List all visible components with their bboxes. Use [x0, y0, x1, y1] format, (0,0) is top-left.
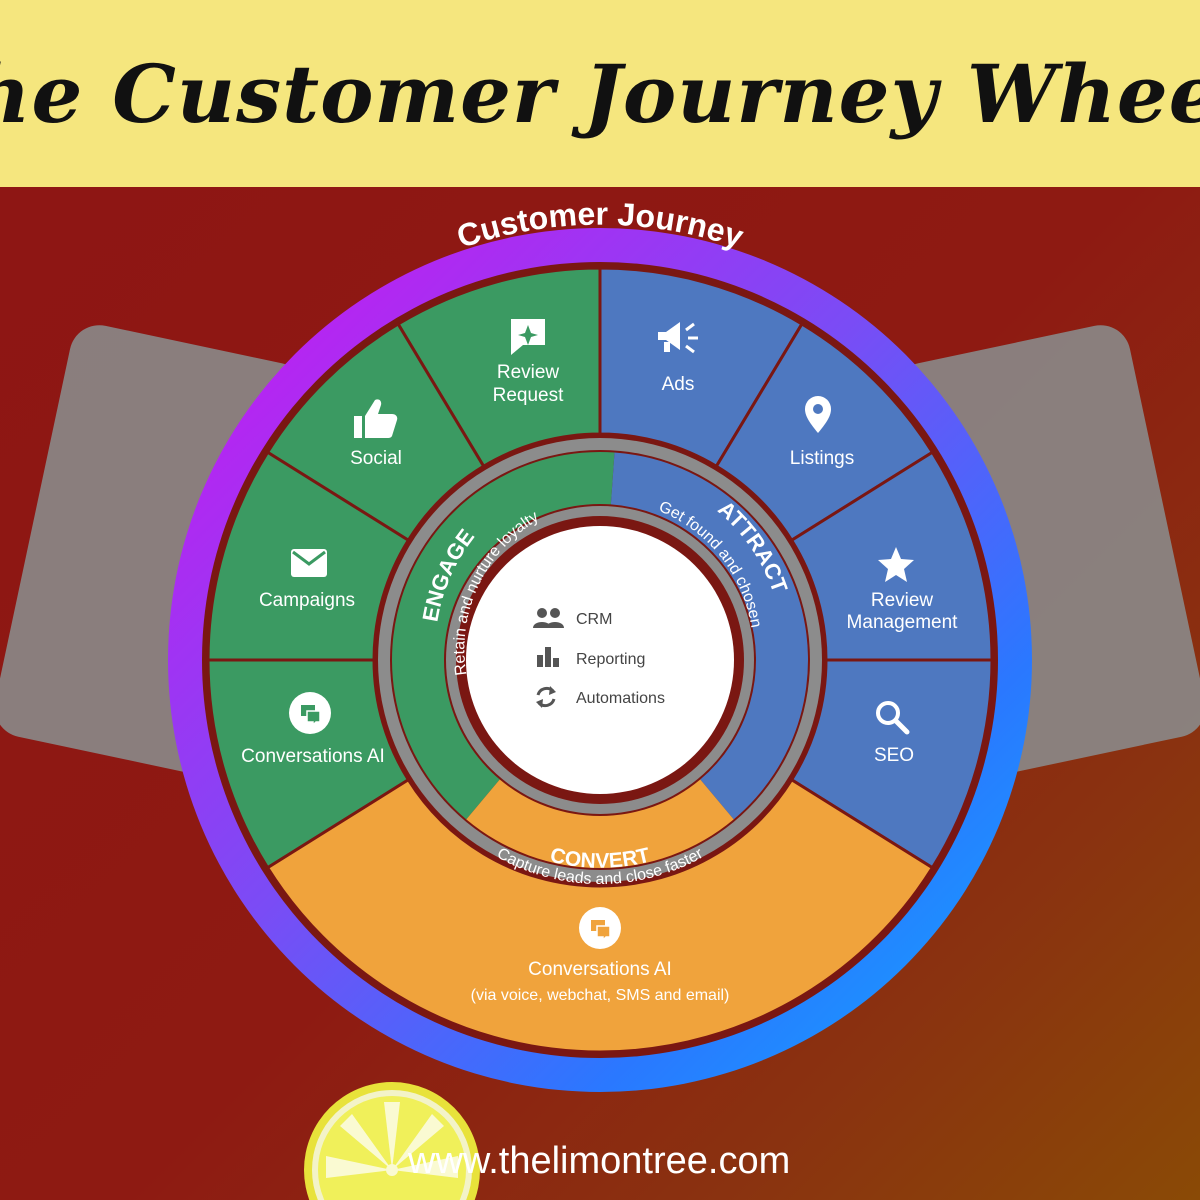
refresh-icon [536, 686, 556, 708]
sparkle-chat-icon [511, 319, 545, 355]
magnifier-icon [876, 701, 910, 735]
chat-bubbles-icon [579, 907, 621, 949]
core-item-crm: CRM [576, 611, 612, 628]
bar-chart-icon [537, 647, 559, 667]
label-ads: Ads [662, 374, 695, 395]
label-conversations-ai-bottom: Conversations AI [528, 959, 672, 980]
star-icon [878, 547, 914, 582]
label-social: Social [350, 448, 402, 469]
stage-convert-arc[interactable] [466, 779, 734, 868]
stage-attract-arc[interactable] [610, 452, 809, 820]
seg-conversations-ai-left[interactable] [206, 658, 411, 870]
envelope-icon [291, 549, 327, 577]
title-banner: The Customer Journey Wheel! [0, 0, 1200, 187]
people-icon [533, 608, 564, 628]
footer-url: www.thelimontree.com [408, 1140, 791, 1182]
label-seo: SEO [874, 745, 914, 766]
label-listings: Listings [790, 448, 854, 469]
label-conversations-ai-bottom-sub: (via voice, webchat, SMS and email) [471, 987, 730, 1004]
stages-group [391, 452, 809, 868]
label-conversations-ai-left: Conversations AI [241, 746, 385, 767]
core-white-disc [466, 526, 734, 794]
label-campaigns: Campaigns [259, 590, 355, 611]
map-pin-icon [805, 396, 831, 433]
core-item-automations: Automations [576, 690, 665, 707]
stage-engage-arc[interactable] [391, 452, 615, 820]
core-item-reporting: Reporting [576, 651, 645, 668]
chat-bubbles-icon [289, 692, 331, 734]
thumbs-up-icon [354, 399, 398, 438]
lemon-icon [304, 1082, 480, 1200]
megaphone-icon [658, 322, 698, 354]
page-title: The Customer Journey Wheel! [0, 46, 1200, 141]
